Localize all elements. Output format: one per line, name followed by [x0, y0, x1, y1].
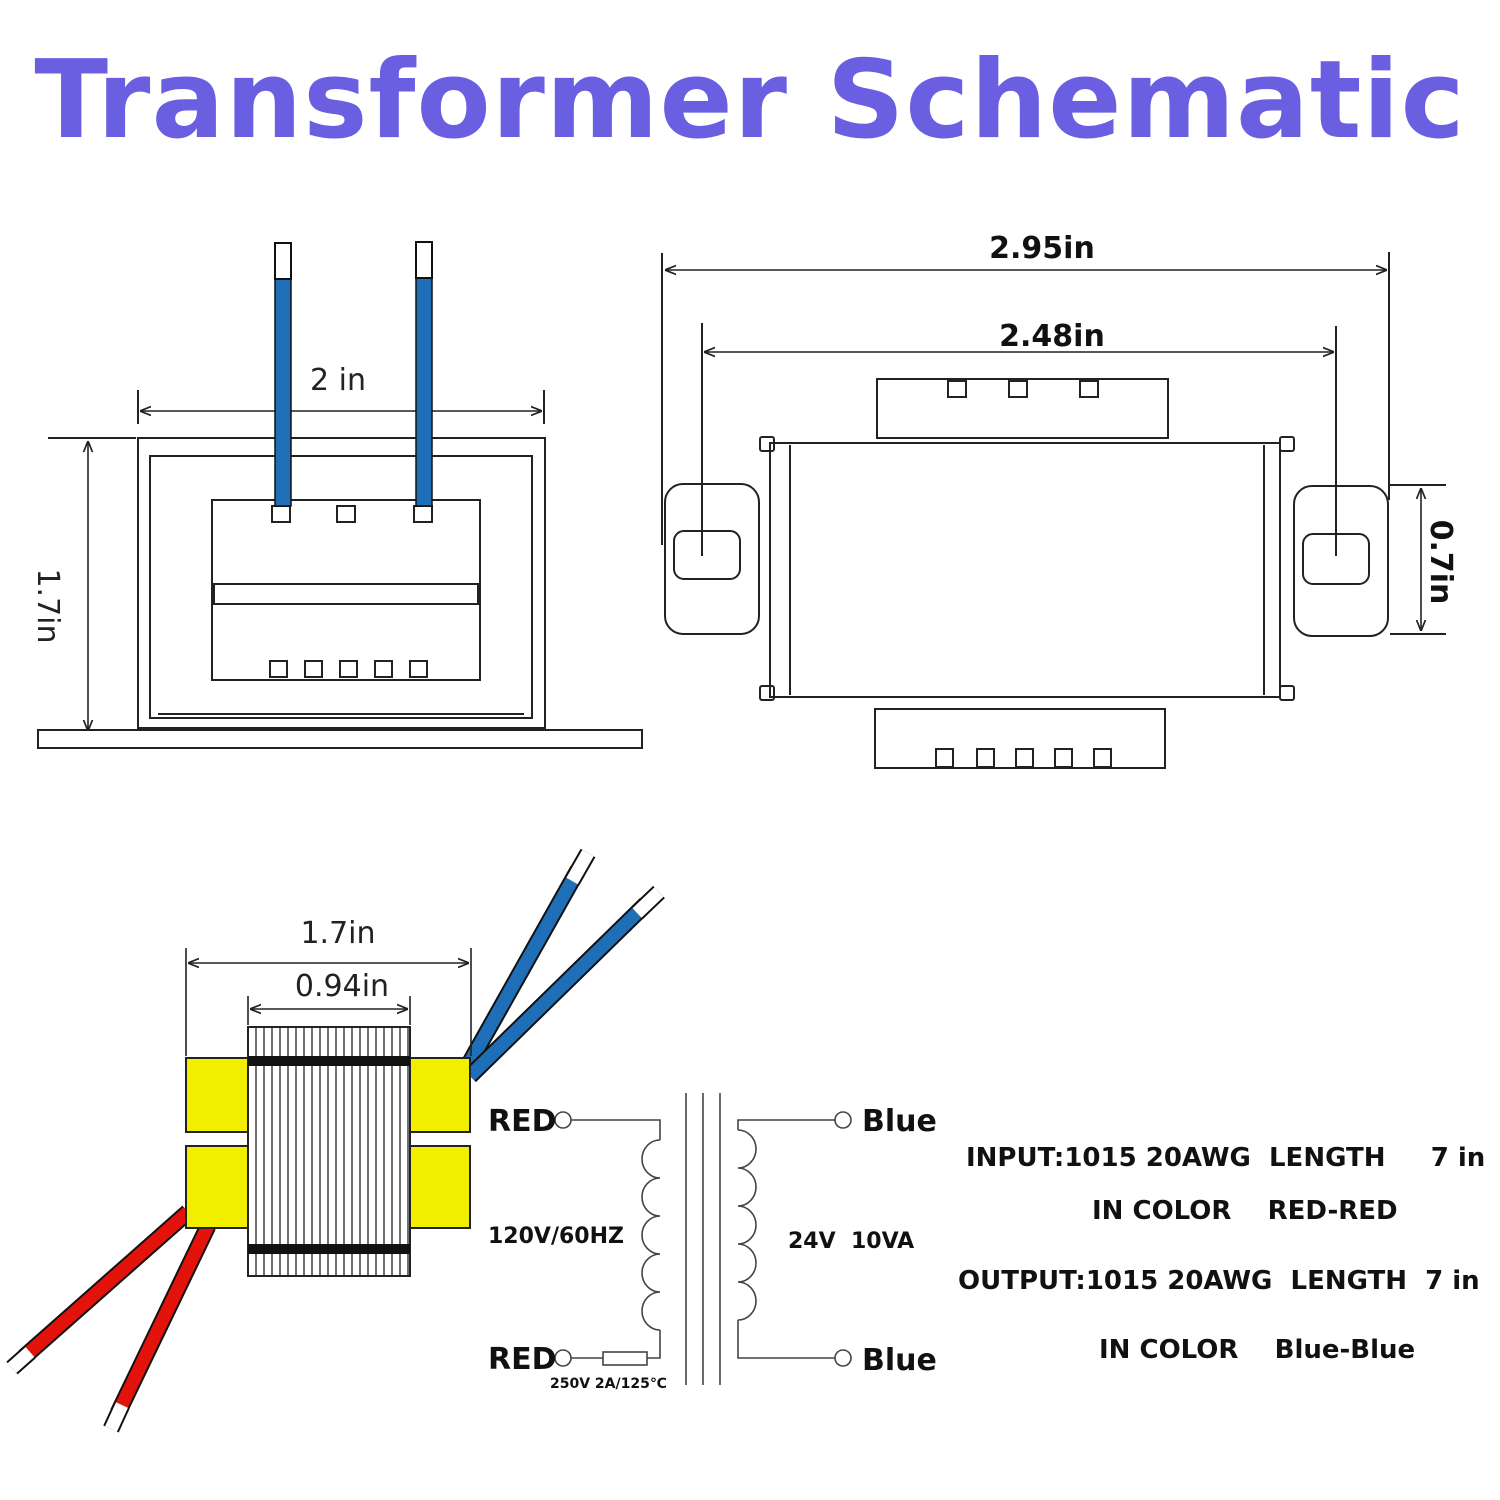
spec-output-line: OUTPUT:1015 20AWG LENGTH 7 in: [958, 1266, 1480, 1296]
input-bottom-label: RED: [488, 1342, 557, 1377]
left-mounting-ear: [664, 483, 760, 635]
top-view: [661, 252, 1446, 769]
front-inner-frame: [149, 455, 533, 719]
input-terminal-bottom: [554, 1349, 572, 1367]
circuit-schematic: [554, 1093, 852, 1385]
spec-input-color: IN COLOR RED-RED: [1092, 1196, 1398, 1226]
bobbin-left-lower: [185, 1145, 249, 1229]
bobbin-right-upper: [409, 1057, 471, 1133]
primary-coil: [641, 1139, 661, 1331]
output-terminal-top: [834, 1111, 852, 1129]
front-wire-1: [274, 277, 292, 507]
output-top-label: Blue: [862, 1104, 937, 1139]
top-view-core: [769, 442, 1281, 698]
fuse: [602, 1351, 648, 1366]
front-wire-2-tip: [415, 241, 433, 279]
bobbin-right-lower: [409, 1145, 471, 1229]
side-blue-wires: [462, 848, 665, 1083]
bobbin-left-upper: [185, 1057, 249, 1133]
front-outer-frame: [137, 437, 546, 729]
top-outer-label: 2.95in: [989, 231, 1095, 266]
side-view: [6, 848, 665, 1433]
side-outer-label: 1.7in: [300, 916, 375, 951]
spec-input-line: INPUT:1015 20AWG LENGTH 7 in: [966, 1143, 1486, 1173]
spec-output-color: IN COLOR Blue-Blue: [1099, 1335, 1416, 1365]
secondary-coil: [737, 1129, 757, 1321]
front-bobbin: [211, 499, 481, 681]
output-bottom-label: Blue: [862, 1343, 937, 1378]
page-title: Transformer Schematic: [34, 38, 1466, 163]
front-bobbin-divider: [213, 583, 479, 605]
fuse-rating: 250V 2A/125℃: [550, 1376, 667, 1392]
front-width-label: 2 in: [310, 363, 366, 398]
side-red-wires: [6, 1205, 216, 1433]
front-height-label: 1.7in: [30, 568, 65, 643]
left-mounting-hole: [673, 530, 741, 580]
output-terminal-bottom: [834, 1349, 852, 1367]
top-view-lower-bobbin: [874, 708, 1166, 769]
front-wire-2: [415, 277, 433, 507]
front-base-plate: [37, 729, 643, 749]
input-top-label: RED: [488, 1104, 557, 1139]
top-view-upper-bobbin: [876, 378, 1169, 439]
laminated-core: [247, 1026, 411, 1277]
primary-rating: 120V/60HZ: [488, 1224, 624, 1249]
front-blue-wires: [274, 241, 433, 507]
right-mounting-ear: [1293, 485, 1389, 637]
side-inner-label: 0.94in: [295, 969, 389, 1004]
core-band-bottom: [248, 1244, 410, 1254]
front-view: [37, 390, 643, 749]
top-height-label: 0.7in: [1423, 520, 1458, 605]
input-terminal-top: [554, 1111, 572, 1129]
top-inner-label: 2.48in: [999, 319, 1105, 354]
core-band-top: [248, 1056, 410, 1066]
secondary-rating: 24V 10VA: [788, 1229, 914, 1254]
front-wire-1-tip: [274, 242, 292, 280]
